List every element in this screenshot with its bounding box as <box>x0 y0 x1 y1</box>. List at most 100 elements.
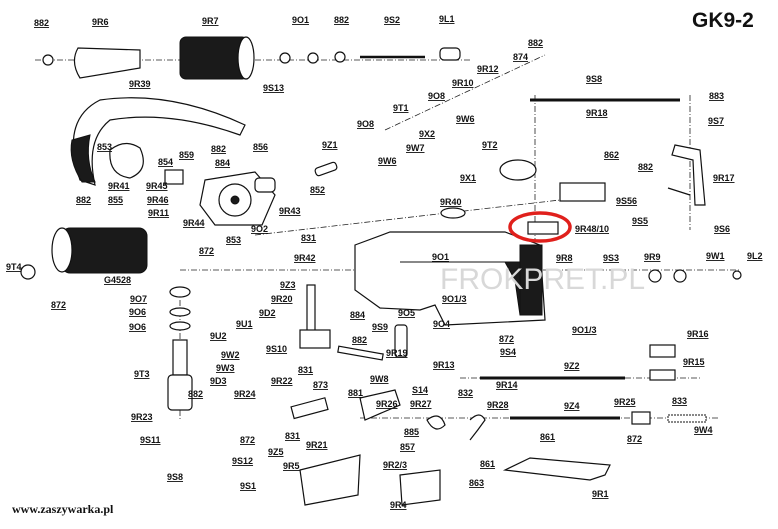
part-label: 9R19 <box>386 348 408 358</box>
part-label: 882 <box>352 335 367 345</box>
part-9R26 <box>359 389 401 421</box>
part-label: 9R1 <box>592 489 609 499</box>
part-label: 832 <box>458 388 473 398</box>
part-label: 9X1 <box>460 173 476 183</box>
part-label: 872 <box>240 435 255 445</box>
part-label: 9R9 <box>644 252 661 262</box>
part-label: 9R10 <box>452 78 474 88</box>
part-label: 9Z2 <box>564 361 580 371</box>
part-label: 9Z5 <box>268 447 284 457</box>
part-label: 9X2 <box>419 129 435 139</box>
part-9O2-flange <box>199 171 276 226</box>
part-label: 9R7 <box>202 16 219 26</box>
part-label: 872 <box>199 246 214 256</box>
part-label: 9R40 <box>440 197 462 207</box>
part-label: 9R13 <box>433 360 455 370</box>
part-label: 9O7 <box>130 294 147 304</box>
part-label: 9W1 <box>706 251 725 261</box>
part-label: 9R12 <box>477 64 499 74</box>
part-label: 9R42 <box>294 253 316 263</box>
nut-icon <box>334 51 346 63</box>
part-label: 9R43 <box>279 206 301 216</box>
part-G4528-motor <box>20 227 148 280</box>
part-label: 9S4 <box>500 347 516 357</box>
part-9T3-shaft <box>167 286 193 411</box>
part-9L1 <box>439 47 461 61</box>
part-label: 9T1 <box>393 103 409 113</box>
washer-icon <box>279 52 291 64</box>
part-label: 872 <box>499 334 514 344</box>
part-label: 9O8 <box>428 91 445 101</box>
part-label: 859 <box>179 150 194 160</box>
part-label: 872 <box>51 300 66 310</box>
website-link[interactable]: www.zaszywarka.pl <box>12 502 114 516</box>
part-853-bracket <box>109 142 144 179</box>
part-label: 872 <box>627 434 642 444</box>
part-label: 9W3 <box>216 363 235 373</box>
part-label: 9R44 <box>183 218 205 228</box>
part-label: 9R14 <box>496 380 518 390</box>
part-9S56 <box>559 182 606 202</box>
part-label: 9T4 <box>6 262 22 272</box>
part-label: 9R48/10 <box>575 224 609 234</box>
part-label: 853 <box>97 142 112 152</box>
part-label: 854 <box>158 157 173 167</box>
part-label: 885 <box>404 427 419 437</box>
part-label: 883 <box>709 91 724 101</box>
part-9R20 <box>299 329 331 349</box>
part-label: S14 <box>412 385 428 395</box>
part-label: 9R28 <box>487 400 509 410</box>
part-9R16 <box>649 344 676 358</box>
watermark: FROKPRET.PL <box>440 263 645 296</box>
part-label: 9L2 <box>747 251 763 261</box>
part-label: 9R18 <box>586 108 608 118</box>
part-9Z3 <box>306 284 316 336</box>
part-label: 9R4 <box>390 500 407 510</box>
part-label: 9R11 <box>148 208 169 218</box>
part-label: 9O1/3 <box>442 294 467 304</box>
part-9R6-pulley-cover <box>73 47 141 79</box>
part-label: 882 <box>188 389 203 399</box>
part-label: 9R45 <box>146 181 168 191</box>
part-label: 9R24 <box>234 389 256 399</box>
part-label: 882 <box>76 195 91 205</box>
part-9R48-10 <box>527 221 559 235</box>
part-label: 9T2 <box>482 140 498 150</box>
part-label: 9W6 <box>378 156 397 166</box>
part-9R21 <box>290 397 329 420</box>
part-label: 9S2 <box>384 15 400 25</box>
part-label: 9O5 <box>398 308 415 318</box>
part-label: 9D3 <box>210 376 227 386</box>
part-label: 9O6 <box>129 307 146 317</box>
part-label: 9R41 <box>108 181 130 191</box>
part-label: 9W7 <box>406 143 425 153</box>
nut-icon <box>42 54 54 66</box>
part-label: 9O1/3 <box>572 325 597 335</box>
diagram-title: GK9-2 <box>692 9 754 32</box>
part-label: 882 <box>34 18 49 28</box>
part-label: 861 <box>480 459 495 469</box>
part-label: 882 <box>638 162 653 172</box>
part-label: 9S5 <box>632 216 648 226</box>
part-label: 884 <box>350 310 365 320</box>
part-label: 9S6 <box>714 224 730 234</box>
part-label: 9R2/3 <box>383 460 407 470</box>
part-label: 9Z4 <box>564 401 580 411</box>
part-label: 873 <box>313 380 328 390</box>
part-label: 9R20 <box>271 294 293 304</box>
part-label: 9R25 <box>614 397 636 407</box>
part-label: 9R46 <box>147 195 169 205</box>
part-label: 882 <box>528 38 543 48</box>
part-label: 862 <box>604 150 619 160</box>
part-label: 861 <box>540 432 555 442</box>
washer-icon <box>673 269 687 283</box>
part-label: 9R15 <box>683 357 705 367</box>
part-9R17-bracket <box>667 144 706 206</box>
part-label: 9O2 <box>251 224 268 234</box>
part-9O1-main-body <box>354 207 546 326</box>
part-label: 882 <box>334 15 349 25</box>
washer-icon <box>648 269 662 283</box>
part-9R39-belt-guard <box>72 97 246 186</box>
